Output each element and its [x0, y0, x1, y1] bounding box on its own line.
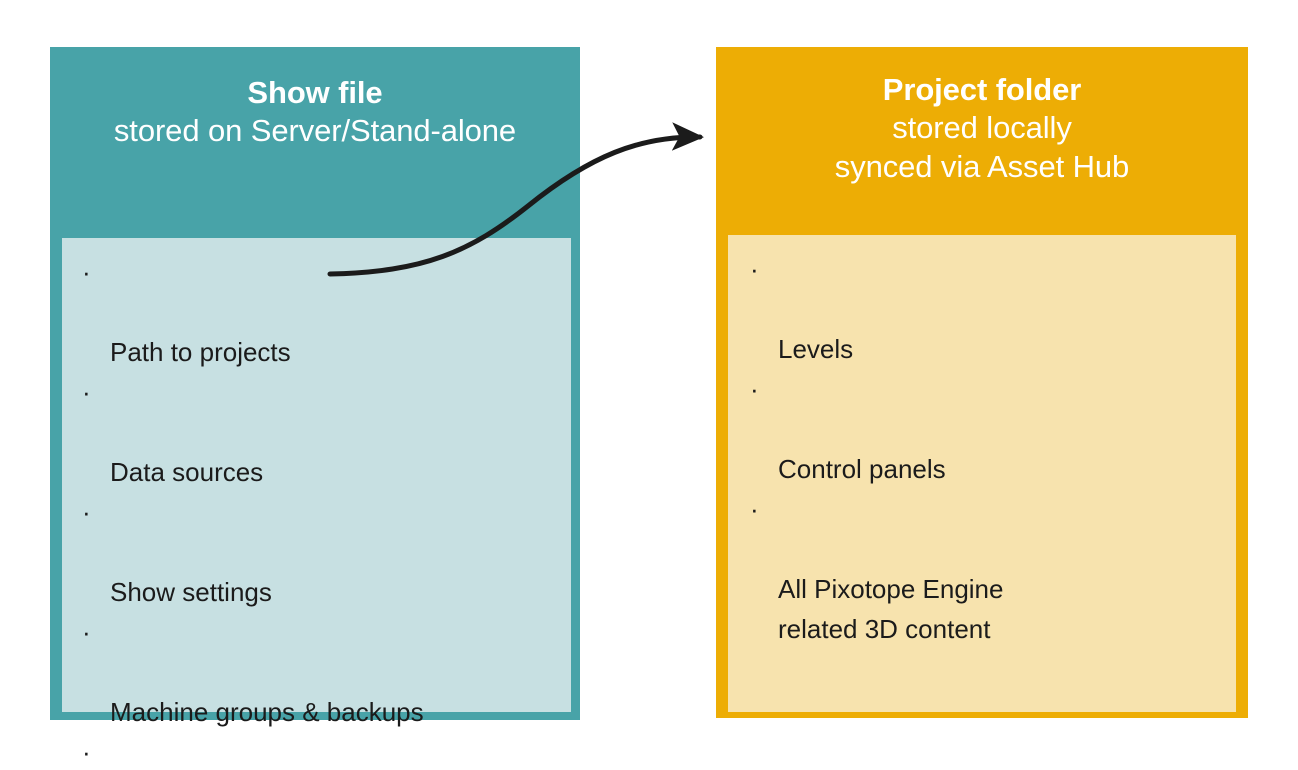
list-item: · Camera tracking: [80, 732, 565, 770]
list-item-label: Control panels: [778, 454, 946, 484]
bullet-icon: ·: [750, 374, 759, 404]
list-item-label: Levels: [778, 334, 854, 364]
list-item-label: Machine groups & backups: [110, 697, 424, 727]
list-item: · Control panels: [748, 369, 1230, 489]
list-item: · Machine groups & backups: [80, 612, 565, 732]
project-folder-item-list: · Levels · Control panels · All Pixotope…: [748, 249, 1230, 649]
panel-show-file: Show file stored on Server/Stand-alone ·…: [50, 47, 580, 767]
bullet-icon: ·: [82, 617, 91, 647]
list-item: · All Pixotope Engine related 3D content: [748, 489, 1230, 649]
list-item-label: All Pixotope Engine related 3D content: [778, 574, 1004, 644]
list-item: · Path to projects: [80, 252, 565, 372]
list-item-label: Path to projects: [110, 337, 291, 367]
bullet-icon: ·: [82, 257, 91, 287]
bullet-icon: ·: [82, 497, 91, 527]
show-file-title: Show file: [247, 75, 383, 110]
project-folder-title: Project folder: [882, 72, 1082, 107]
show-file-item-list: · Path to projects · Data sources · Show…: [80, 252, 565, 770]
list-item-label: Data sources: [110, 457, 264, 487]
bullet-icon: ·: [82, 377, 91, 407]
panel-project-folder: Project folder stored locally synced via…: [716, 47, 1248, 718]
bullet-icon: ·: [82, 737, 91, 767]
project-folder-subtitle: stored locally synced via Asset Hub: [834, 110, 1130, 184]
project-folder-header: Project folder stored locally synced via…: [716, 71, 1248, 186]
list-item-label: Show settings: [110, 577, 272, 607]
list-item: · Levels: [748, 249, 1230, 369]
project-folder-content-box: · Levels · Control panels · All Pixotope…: [728, 235, 1236, 712]
bullet-icon: ·: [750, 494, 759, 524]
list-item: · Show settings: [80, 492, 565, 612]
show-file-subtitle: stored on Server/Stand-alone: [113, 113, 517, 149]
show-file-content-box: · Path to projects · Data sources · Show…: [62, 238, 571, 767]
show-file-header: Show file stored on Server/Stand-alone: [50, 74, 580, 151]
bullet-icon: ·: [750, 254, 759, 284]
list-item: · Data sources: [80, 372, 565, 492]
